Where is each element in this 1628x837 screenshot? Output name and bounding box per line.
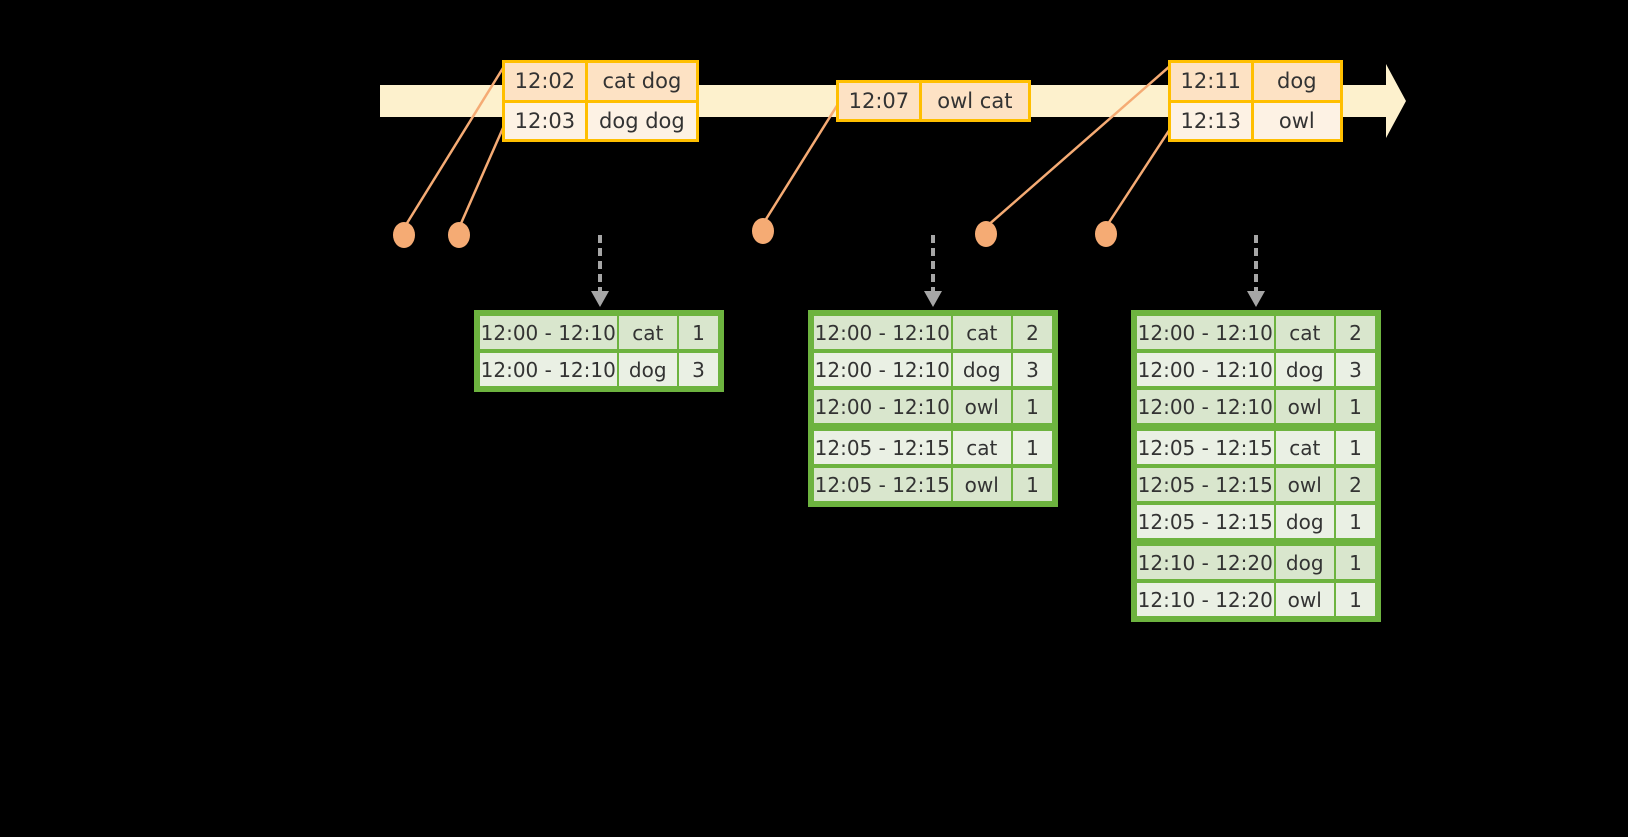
event-box-2: 12:07 owl cat — [836, 80, 1031, 122]
key-cell: dog — [1275, 546, 1334, 579]
event-dot-2 — [448, 222, 470, 248]
event-message: owl — [1253, 102, 1340, 139]
arrow-head-icon — [591, 291, 609, 307]
count-cell: 1 — [1336, 390, 1375, 423]
window-cell: 12:00 - 12:10 — [480, 316, 617, 349]
event-row: 12:11 dog — [1171, 63, 1340, 100]
key-cell: owl — [952, 390, 1011, 423]
key-cell: cat — [952, 316, 1011, 349]
event-box-1: 12:02 cat dog 12:03 dog dog — [502, 60, 699, 142]
count-cell: 1 — [1336, 583, 1375, 616]
key-cell: cat — [618, 316, 677, 349]
event-time: 12:07 — [839, 83, 922, 119]
arrow-head-icon — [1247, 291, 1265, 307]
event-row: 12:02 cat dog — [505, 63, 696, 100]
window-cell: 12:00 - 12:10 — [1137, 390, 1274, 423]
event-message: dog — [1253, 63, 1340, 100]
event-time: 12:11 — [1171, 63, 1254, 100]
window-cell: 12:10 - 12:20 — [1137, 583, 1274, 616]
event-row: 12:03 dog dog — [505, 99, 696, 139]
window-cell: 12:00 - 12:10 — [814, 316, 951, 349]
connector-3 — [761, 103, 840, 225]
window-cell: 12:05 - 12:15 — [814, 468, 951, 501]
window-cell: 12:00 - 12:10 — [1137, 316, 1274, 349]
event-dot-5 — [1095, 221, 1117, 247]
key-cell: owl — [1275, 390, 1334, 423]
key-cell: owl — [1275, 468, 1334, 501]
count-cell: 2 — [1336, 316, 1375, 349]
event-row: 12:13 owl — [1171, 99, 1340, 139]
key-cell: cat — [1275, 431, 1334, 464]
connector-2 — [457, 127, 505, 229]
event-time: 12:03 — [505, 102, 588, 139]
window-cell: 12:00 - 12:10 — [480, 353, 617, 386]
event-dot-1 — [393, 222, 415, 248]
count-cell: 1 — [1336, 505, 1375, 538]
window-cell: 12:00 - 12:10 — [814, 390, 951, 423]
arrow-stem — [931, 235, 935, 295]
count-cell: 2 — [1336, 468, 1375, 501]
window-cell: 12:10 - 12:20 — [1137, 546, 1274, 579]
key-cell: dog — [1275, 505, 1334, 538]
event-message: dog dog — [587, 102, 696, 139]
count-cell: 1 — [1013, 468, 1052, 501]
event-box-3: 12:11 dog 12:13 owl — [1168, 60, 1343, 142]
event-row: 12:07 owl cat — [839, 83, 1028, 119]
window-cell: 12:05 - 12:15 — [814, 431, 951, 464]
event-message: owl cat — [921, 83, 1028, 119]
window-cell: 12:05 - 12:15 — [1137, 468, 1274, 501]
window-cell: 12:05 - 12:15 — [1137, 505, 1274, 538]
event-time: 12:13 — [1171, 102, 1254, 139]
key-cell: owl — [1275, 583, 1334, 616]
event-time: 12:02 — [505, 63, 588, 100]
event-dot-3 — [752, 218, 774, 244]
count-cell: 1 — [1013, 390, 1052, 423]
arrow-head-icon — [924, 291, 942, 307]
event-message: cat dog — [587, 63, 696, 100]
count-cell: 3 — [679, 353, 718, 386]
count-cell: 1 — [679, 316, 718, 349]
key-cell: owl — [952, 468, 1011, 501]
key-cell: dog — [618, 353, 677, 386]
arrow-stem — [1254, 235, 1258, 295]
count-cell: 2 — [1013, 316, 1052, 349]
count-cell: 1 — [1013, 431, 1052, 464]
window-cell: 12:00 - 12:10 — [1137, 353, 1274, 386]
window-cell: 12:00 - 12:10 — [814, 353, 951, 386]
event-dot-4 — [975, 221, 997, 247]
window-cell: 12:05 - 12:15 — [1137, 431, 1274, 464]
count-cell: 1 — [1336, 546, 1375, 579]
count-cell: 3 — [1336, 353, 1375, 386]
key-cell: cat — [1275, 316, 1334, 349]
count-cell: 3 — [1013, 353, 1052, 386]
key-cell: dog — [1275, 353, 1334, 386]
timeline-arrow-icon — [1362, 64, 1406, 138]
arrow-stem — [598, 235, 602, 295]
connector-5 — [1104, 125, 1174, 228]
key-cell: cat — [952, 431, 1011, 464]
count-cell: 1 — [1336, 431, 1375, 464]
key-cell: dog — [952, 353, 1011, 386]
